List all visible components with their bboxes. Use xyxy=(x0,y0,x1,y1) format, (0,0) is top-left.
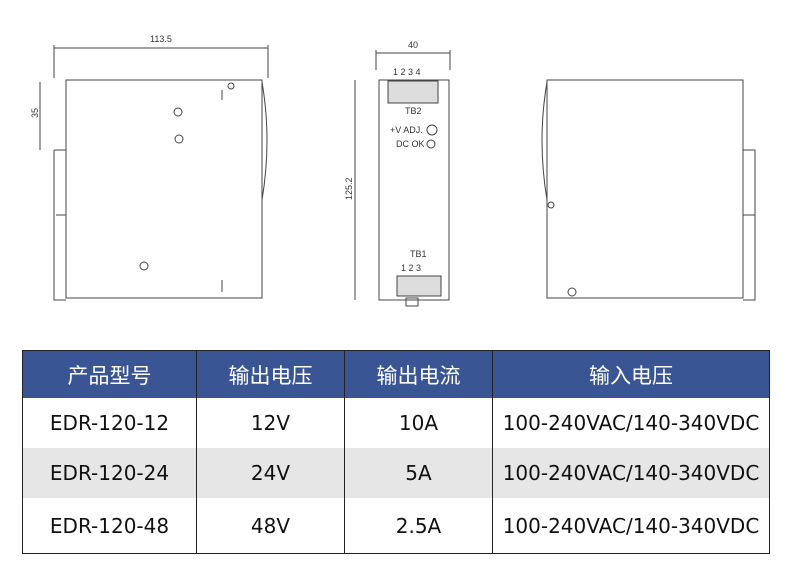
front-height-dimension: 125.2 xyxy=(344,177,354,200)
tb2-label: TB2 xyxy=(405,106,422,116)
table-row: EDR-120-48 48V 2.5A 100-240VAC/140-340VD… xyxy=(23,498,770,554)
table-row: EDR-120-24 24V 5A 100-240VAC/140-340VDC xyxy=(22,448,770,498)
height-dimension: 35 xyxy=(30,108,40,118)
width-dimension: 113.5 xyxy=(150,34,172,44)
front-view: 40 125.2 1 2 3 4 TB2 +V ADJ. DC OK TB1 1… xyxy=(344,40,451,307)
cell-output-current: 2.5A xyxy=(344,498,493,554)
side-view-left: 113.5 35 xyxy=(30,34,269,301)
technical-drawings: 113.5 35 40 125.2 1 2 3 4 TB2 +V ADJ. DC… xyxy=(30,34,756,307)
cell-output-voltage: 24V xyxy=(196,448,345,498)
front-width-dimension: 40 xyxy=(408,40,418,50)
vadj-label: +V ADJ. xyxy=(390,125,423,135)
cell-output-voltage: 48V xyxy=(196,498,345,554)
header-output-voltage: 输出电压 xyxy=(196,350,345,398)
header-model: 产品型号 xyxy=(22,350,197,398)
cell-model: EDR-120-12 xyxy=(49,411,170,435)
tb1-label: TB1 xyxy=(410,249,427,259)
cell-input-voltage: 100-240VAC/140-340VDC xyxy=(492,448,770,498)
cell-output-current: 10A xyxy=(344,398,493,448)
side-view-right xyxy=(541,79,756,301)
table-header-row: 产品型号 输出电压 输出电流 输入电压 xyxy=(22,350,770,398)
header-output-current: 输出电流 xyxy=(344,350,493,398)
cell-output-voltage: 12V xyxy=(196,398,345,448)
cell-input-voltage: 100-240VAC/140-340VDC xyxy=(492,398,770,448)
table-row: EDR-120-12 12V 10A 100-240VAC/140-340VDC xyxy=(23,398,770,448)
dcok-label: DC OK xyxy=(396,139,425,149)
header-input-voltage: 输入电压 xyxy=(492,350,770,398)
cell-input-voltage: 100-240VAC/140-340VDC xyxy=(492,498,770,554)
tb2-pin-numbers: 1 2 3 4 xyxy=(393,67,421,77)
tb1-pin-numbers: 1 2 3 xyxy=(401,263,421,273)
cell-model: EDR-120-48 xyxy=(49,513,170,538)
spec-table: 产品型号 输出电压 输出电流 输入电压 EDR-120-12 12V 10A 1… xyxy=(22,350,770,554)
cell-output-current: 5A xyxy=(344,448,493,498)
cell-model: EDR-120-24 xyxy=(22,448,197,498)
